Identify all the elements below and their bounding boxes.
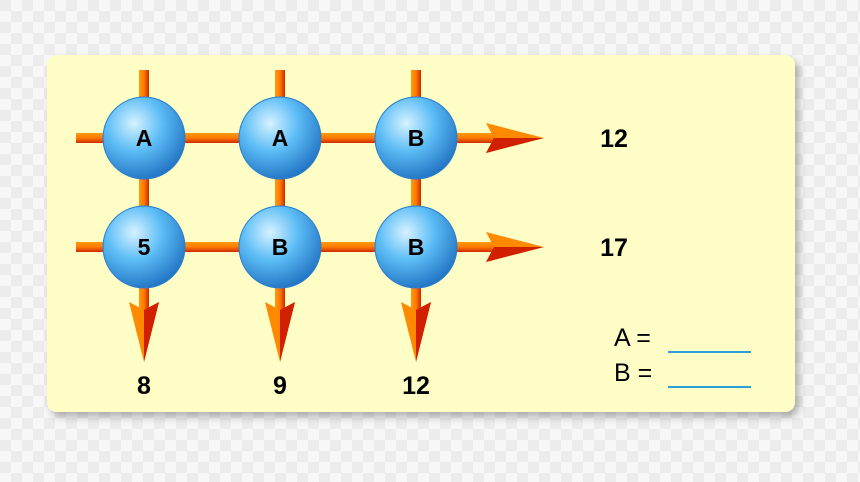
- column-arrow-1: [129, 302, 159, 362]
- ball-label: B: [408, 125, 425, 151]
- arrowheads: [129, 123, 544, 362]
- column-arrow-2: [265, 302, 295, 362]
- ball-label: A: [136, 125, 153, 151]
- row-sum-2: 17: [600, 234, 628, 262]
- column-sum-3: 12: [402, 372, 430, 400]
- column-arrow-3: [401, 302, 431, 362]
- column-sum-2: 9: [273, 372, 287, 400]
- column-bar-3: [411, 70, 421, 310]
- row-arrow-2: [486, 232, 544, 262]
- ball-label: A: [272, 125, 289, 151]
- ball-label: B: [408, 234, 425, 260]
- grid-ball: B: [374, 96, 458, 180]
- answer-a-label: A =: [614, 324, 651, 352]
- answer-area: A = B =: [614, 324, 751, 388]
- grid-balls: A A B 5 B B: [102, 96, 458, 289]
- ball-label: B: [272, 234, 289, 260]
- column-sum-1: 8: [137, 372, 151, 400]
- grid-ball: B: [374, 205, 458, 289]
- column-bar-1: [139, 70, 149, 310]
- grid-ball: B: [238, 205, 322, 289]
- grid-ball: A: [102, 96, 186, 180]
- row-arrow-1: [486, 123, 544, 153]
- grid-ball: 5: [102, 205, 186, 289]
- answer-b-label: B =: [614, 359, 652, 387]
- column-bar-2: [275, 70, 285, 310]
- sum-labels: 12 17 8 9 12: [137, 125, 628, 400]
- ball-label: 5: [138, 234, 151, 260]
- grid-ball: A: [238, 96, 322, 180]
- row-sum-1: 12: [600, 125, 628, 153]
